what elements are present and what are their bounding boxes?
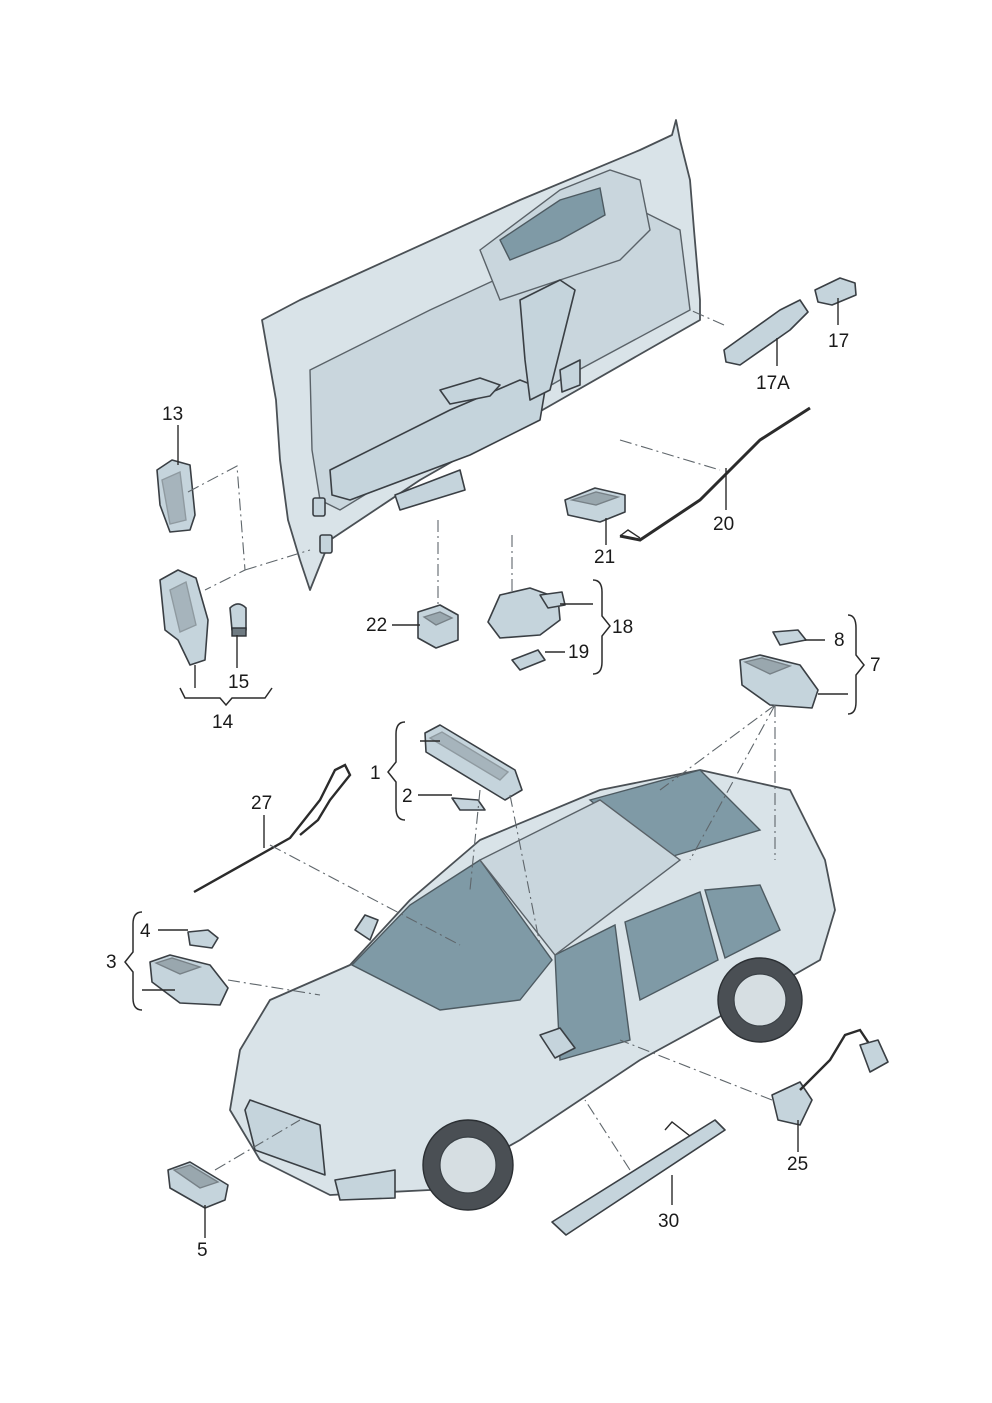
part-15-bulb	[229, 603, 247, 637]
part-3-lamp	[149, 954, 229, 1006]
part-1-interior-light	[424, 724, 523, 801]
callout-3: 3	[106, 952, 117, 973]
part-17-bulb	[814, 277, 857, 306]
part-19-bulb	[511, 649, 546, 671]
part-5-lamp	[167, 1161, 229, 1209]
callout-20: 20	[713, 514, 734, 535]
callout-17a: 17A	[756, 373, 790, 394]
callout-27: 27	[251, 793, 272, 814]
part-27-cable	[193, 763, 352, 894]
part-18-lamp	[487, 587, 566, 639]
part-14-housing	[159, 569, 209, 666]
callout-22: 22	[366, 615, 387, 636]
callout-5: 5	[197, 1240, 208, 1261]
callout-17: 17	[828, 331, 849, 352]
callout-19: 19	[568, 642, 589, 663]
part-7-lamp	[739, 654, 819, 709]
callout-8: 8	[834, 630, 845, 651]
callout-2: 2	[402, 786, 413, 807]
callout-14: 14	[212, 712, 234, 733]
part-25-lamp	[771, 1028, 889, 1126]
callout-15: 15	[228, 672, 249, 693]
callout-21: 21	[594, 547, 615, 568]
callout-1: 1	[370, 763, 381, 784]
callout-labels: 13 14 15 17 17A 18 19 20 21 22 8 7 1 2 2…	[106, 331, 881, 1261]
callout-13: 13	[162, 404, 183, 425]
part-20-light-strip	[619, 406, 811, 542]
part-21-switch	[564, 487, 626, 523]
door-trim-panel	[261, 119, 701, 591]
callout-25: 25	[787, 1154, 808, 1175]
leader-lines	[142, 298, 848, 1238]
brackets	[124, 579, 865, 1011]
callout-18: 18	[612, 617, 633, 638]
part-4-bulb	[187, 929, 219, 949]
part-13-lens	[156, 459, 196, 533]
car-sedan	[229, 769, 836, 1211]
part-17a-lamp	[723, 299, 809, 366]
part-22-light	[417, 604, 459, 649]
part-8-bulb	[772, 629, 807, 646]
callout-7: 7	[870, 655, 881, 676]
part-30-sill-plate	[551, 1119, 726, 1236]
callout-30: 30	[658, 1211, 679, 1232]
callout-4: 4	[140, 921, 151, 942]
part-2-bulb	[451, 797, 486, 811]
